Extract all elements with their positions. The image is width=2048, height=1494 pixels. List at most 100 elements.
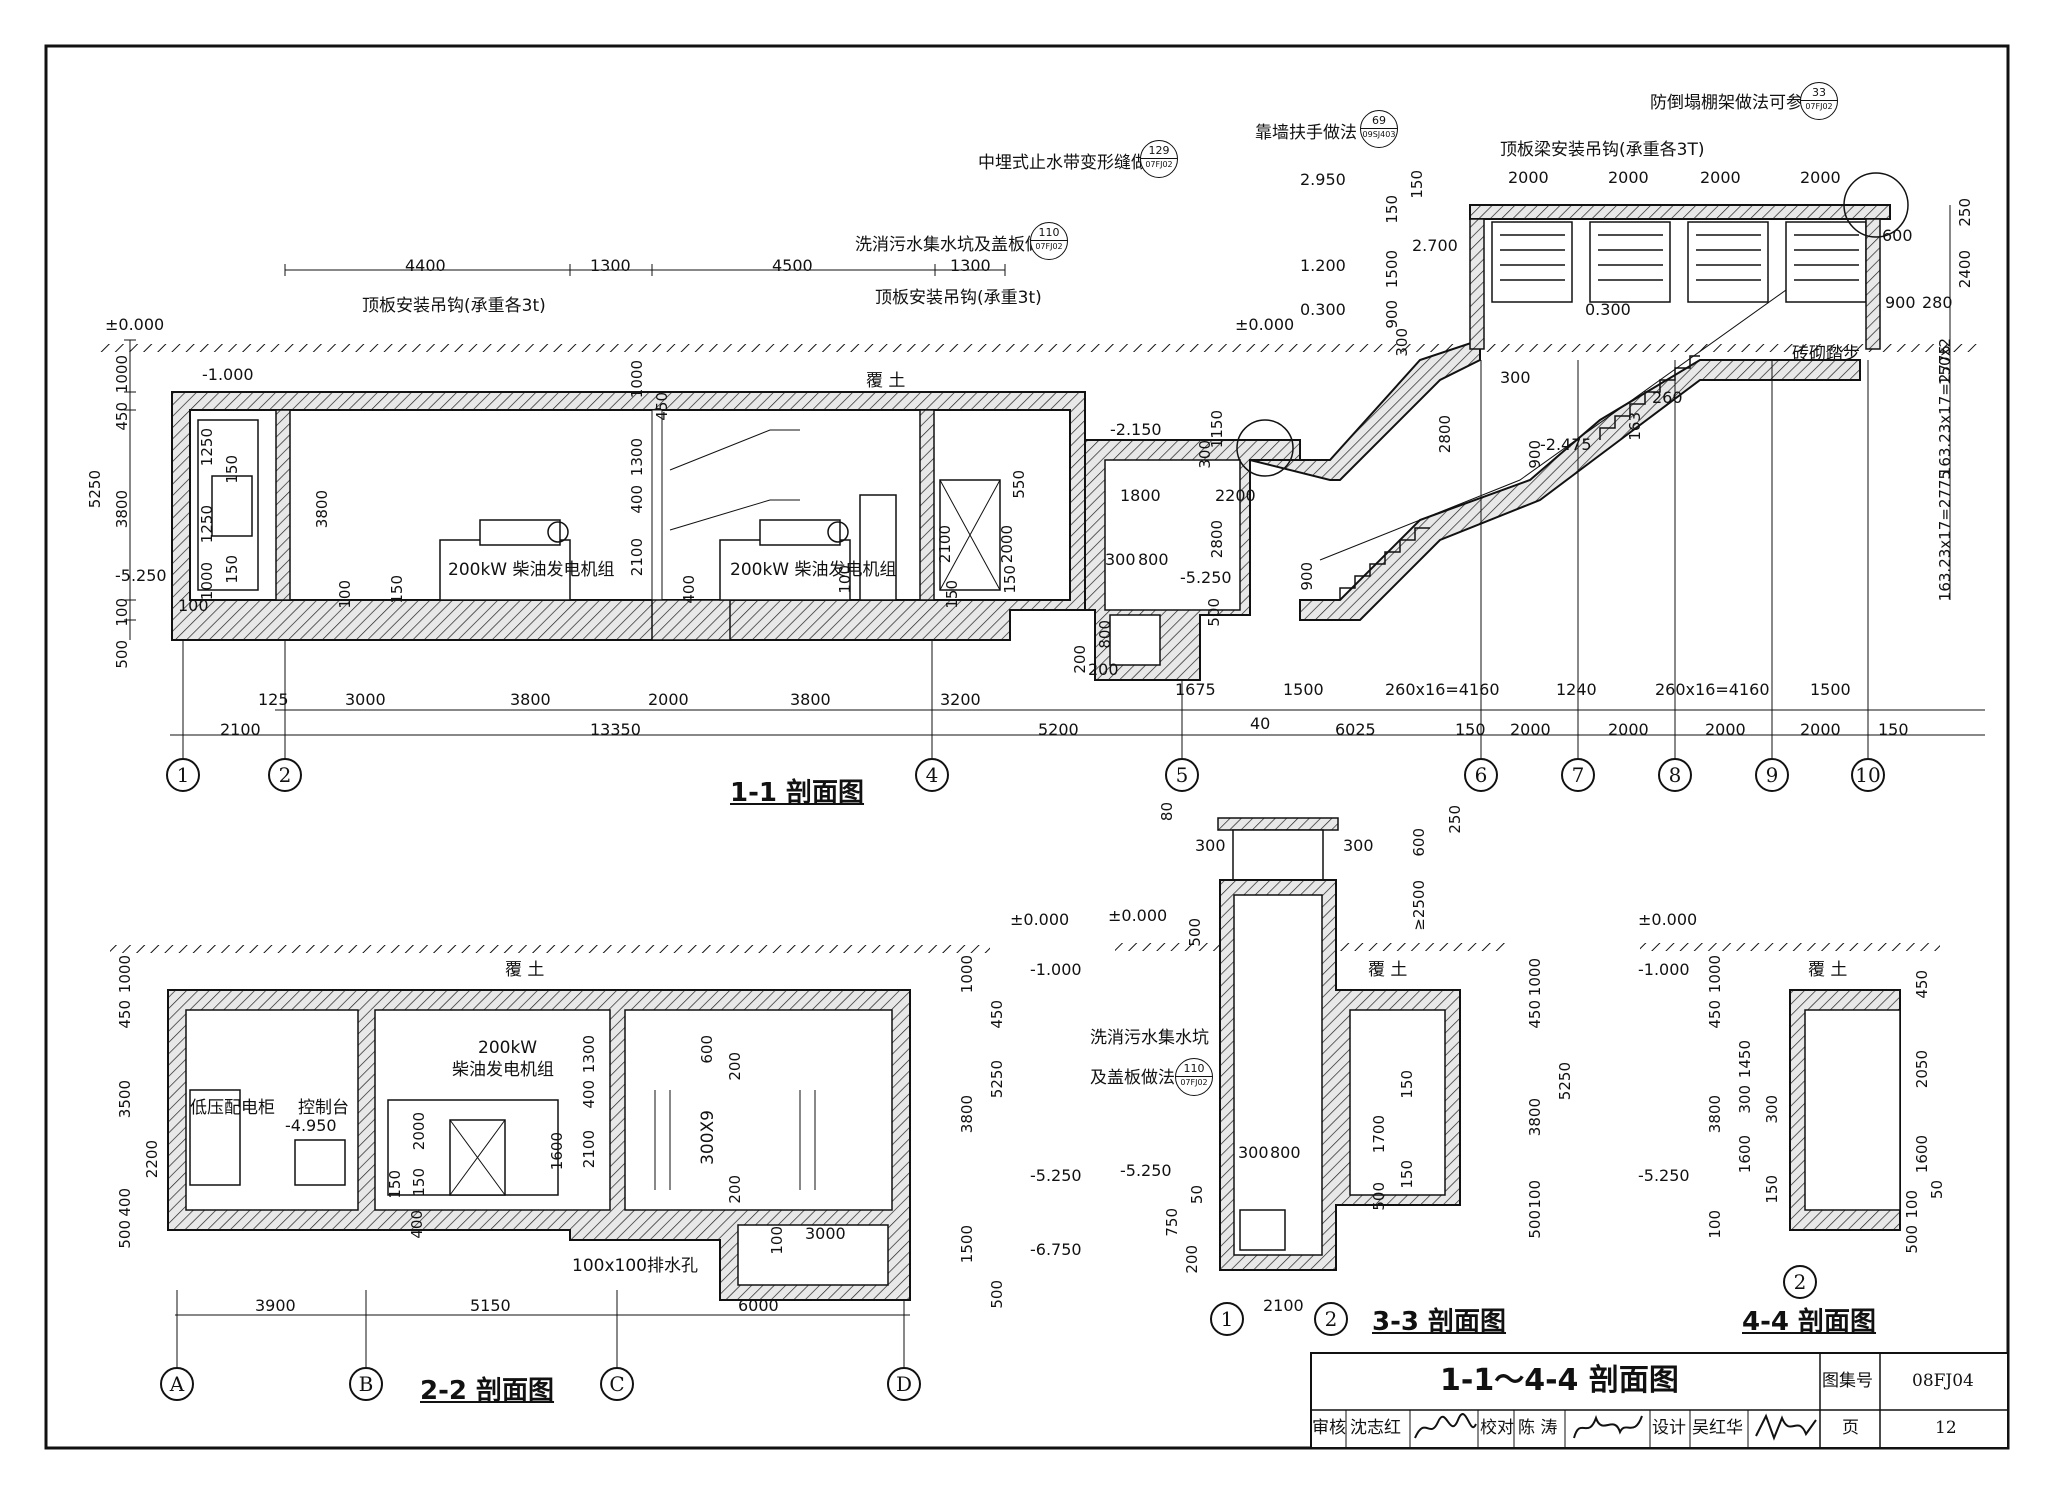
- design-label: 设计: [1652, 1418, 1686, 1438]
- dimension-text: 500: [116, 1220, 134, 1249]
- sump-3-3: [1239, 1209, 1286, 1251]
- dimension-text: 3000: [345, 690, 386, 709]
- dimension-text: 150: [1398, 1160, 1416, 1189]
- dimension-text: 1600: [548, 1132, 566, 1171]
- annotation-label: 顶板梁安装吊钩(承重各3T): [1500, 140, 1705, 160]
- grid-label: 2: [1324, 1307, 1338, 1331]
- dimension-text: 450: [116, 1000, 134, 1029]
- room-3-3: [1349, 1009, 1446, 1196]
- dimension-text: 1000: [1706, 955, 1724, 994]
- dimension-text: 300: [1343, 836, 1374, 855]
- dimension-text: 500: [988, 1280, 1006, 1309]
- dimension-text: 50: [1928, 1180, 1946, 1200]
- dimension-text: 400: [628, 485, 646, 514]
- cabinet-panel: [211, 475, 253, 537]
- section-4-4: [1640, 943, 1940, 1299]
- dimension-text: 5250: [988, 1060, 1006, 1099]
- dimension-text: 3800: [958, 1095, 976, 1134]
- grid-label: B: [358, 1372, 374, 1396]
- detail-circle-joint: [1236, 419, 1294, 477]
- dimension-text: 150: [943, 580, 961, 609]
- blast-door-cross: [939, 479, 1001, 591]
- dimension-text: 1500: [958, 1225, 976, 1264]
- annotation-label: 控制台: [298, 1098, 349, 1118]
- dimension-text: 2000: [648, 690, 689, 709]
- dimension-text: 400: [680, 575, 698, 604]
- grid-label: 9: [1765, 763, 1779, 787]
- dimension-text: 3800: [510, 690, 551, 709]
- canopy-wall-right: [1865, 218, 1881, 350]
- annotation-label: 低压配电柜: [190, 1098, 275, 1118]
- dimension-text: 150: [1455, 720, 1486, 739]
- elevation-mark: -6.750: [1030, 1240, 1082, 1259]
- dimension-text: 260x16=4160: [1385, 680, 1500, 699]
- annotation-label: 靠墙扶手做法: [1255, 123, 1357, 143]
- dimension-text: 200: [726, 1175, 744, 1204]
- control-console: [294, 1139, 346, 1186]
- elevation-mark: ±0.000: [1010, 910, 1070, 929]
- dimension-text: 500: [1205, 598, 1223, 627]
- reviewer-name: 沈志红: [1350, 1418, 1401, 1438]
- dimension-text: 2000: [998, 525, 1016, 564]
- dimension-text: 40: [1250, 714, 1271, 733]
- dimension-text: 150: [1001, 565, 1019, 594]
- dimension-text: 500: [1526, 1210, 1544, 1239]
- grid-axes-1-1: [166, 360, 1885, 792]
- dimension-text: 900: [1526, 440, 1544, 469]
- elevation-mark: ±0.000: [1108, 906, 1168, 925]
- annotation-label: 中埋式止水带变形缝做法: [978, 153, 1165, 173]
- annotation-label: 防倒塌棚架做法可参见: [1650, 93, 1820, 113]
- dimension-text: 1500: [1283, 680, 1324, 699]
- dimension-text: 2800: [1436, 415, 1454, 454]
- elevation-mark: 1.200: [1300, 256, 1346, 275]
- dimension-text: 150: [1878, 720, 1909, 739]
- section-1-1: [100, 172, 1985, 792]
- dimension-text: 2000: [1608, 720, 1649, 739]
- dimension-text: 450: [988, 1000, 1006, 1029]
- generator-cross: [449, 1119, 506, 1196]
- dimension-text: 800: [1096, 620, 1114, 649]
- dimension-text: 3800: [790, 690, 831, 709]
- dimension-text: 2100: [936, 525, 954, 564]
- dimension-text: 1300: [628, 438, 646, 477]
- dimension-text: 750: [1163, 1208, 1181, 1237]
- dimension-text: 150: [388, 575, 406, 604]
- grid-axes-3-3: [1210, 1302, 1348, 1336]
- dimension-text: 163.23x17=2775: [1936, 470, 1954, 602]
- dimension-text: 100: [336, 580, 354, 609]
- elevation-mark: -2.150: [1110, 420, 1162, 439]
- handrail: [1319, 279, 1801, 561]
- annotation-label: 及盖板做法: [1090, 1068, 1175, 1088]
- grid-label: A: [169, 1372, 185, 1396]
- dimension-text: 450: [113, 402, 131, 431]
- canopy-louvers: [1491, 221, 1867, 303]
- designer-name: 吴红华: [1692, 1418, 1743, 1438]
- dimension-text: 6025: [1335, 720, 1376, 739]
- annotation-label: 砖砌踏步: [1792, 344, 1860, 364]
- dimension-text: 2000: [1800, 720, 1841, 739]
- dimension-text: 2100: [220, 720, 261, 739]
- elevation-mark: -1.000: [1638, 960, 1690, 979]
- elevation-mark: 0.300: [1300, 300, 1346, 319]
- elevation-mark: -1.000: [1030, 960, 1082, 979]
- dimension-text: 260x16=4160: [1655, 680, 1770, 699]
- dimension-text: 1700: [1370, 1115, 1388, 1154]
- passage-interior: [1104, 459, 1241, 611]
- dimension-text: 1500: [1810, 680, 1851, 699]
- dimension-text: 1000: [628, 360, 646, 399]
- annotation-label: 顶板安装吊钩(承重各3t): [362, 296, 546, 316]
- annotation-label: 300X9: [698, 1110, 718, 1165]
- checker-signature: [1573, 1414, 1643, 1439]
- dimension-text: 3800: [1526, 1098, 1544, 1137]
- section-4-4-title: 4-4 剖面图: [1742, 1307, 1877, 1337]
- dimension-text: 400: [580, 1080, 598, 1109]
- dimension-text: 1250: [198, 505, 216, 544]
- check-label: 校对: [1480, 1418, 1514, 1438]
- elevation-mark: 2.950: [1300, 170, 1346, 189]
- dimension-text: 150: [223, 555, 241, 584]
